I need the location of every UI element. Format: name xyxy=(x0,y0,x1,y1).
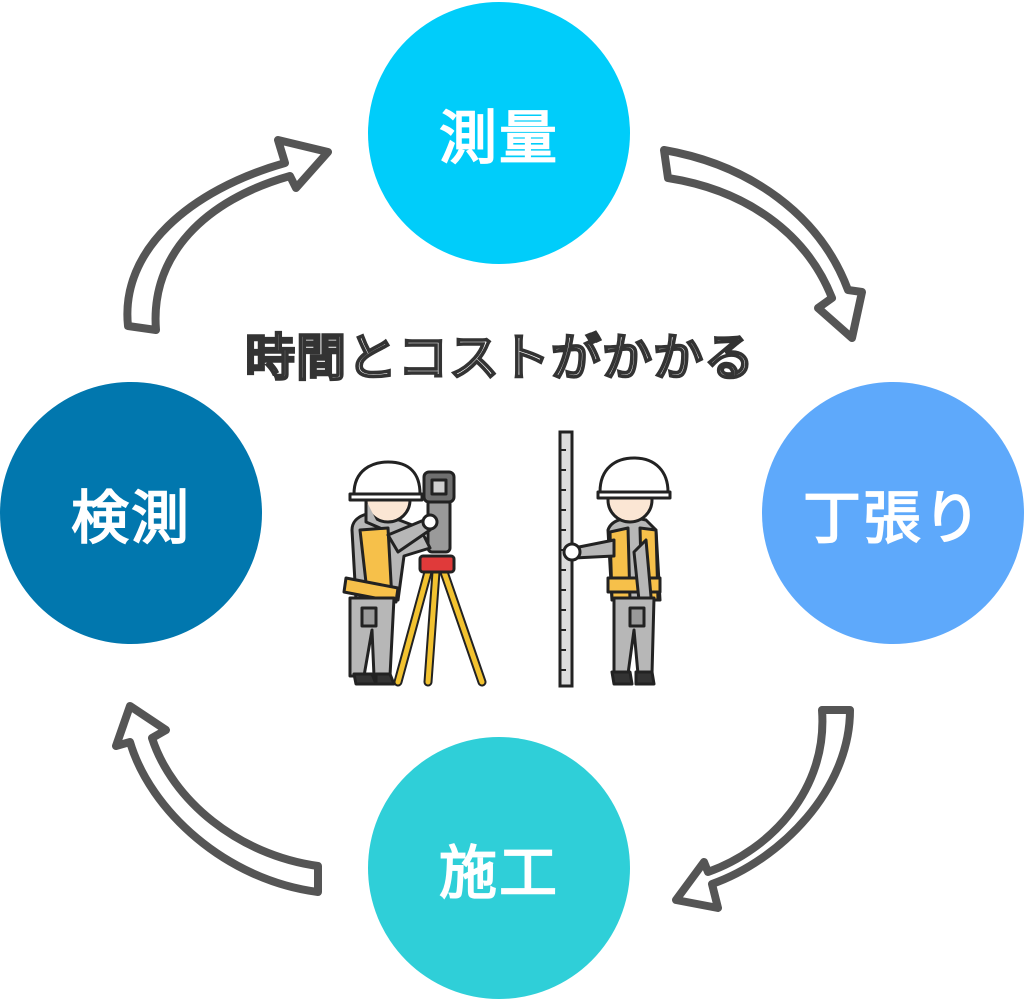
node-inspection-label: 検測 xyxy=(70,484,191,552)
surveyor-with-staff-icon xyxy=(562,456,672,686)
node-batter-board: 丁張り xyxy=(762,382,1024,644)
caption-time-and-cost: 時間とコストがかかる xyxy=(244,328,755,388)
node-batter-board-label: 丁張り xyxy=(802,484,983,552)
surveyor-with-total-station-icon xyxy=(342,460,487,687)
node-construction-label: 施工 xyxy=(438,839,559,907)
arrow-top-to-right-icon xyxy=(660,146,866,342)
node-inspection: 検測 xyxy=(0,382,262,644)
arrow-right-to-bottom-icon xyxy=(672,706,854,912)
node-survey: 測量 xyxy=(368,2,630,264)
arrow-bottom-to-left-icon xyxy=(112,702,322,896)
arrow-left-to-top-icon xyxy=(123,136,332,334)
node-survey-label: 測量 xyxy=(438,104,559,172)
node-construction: 施工 xyxy=(368,737,630,999)
